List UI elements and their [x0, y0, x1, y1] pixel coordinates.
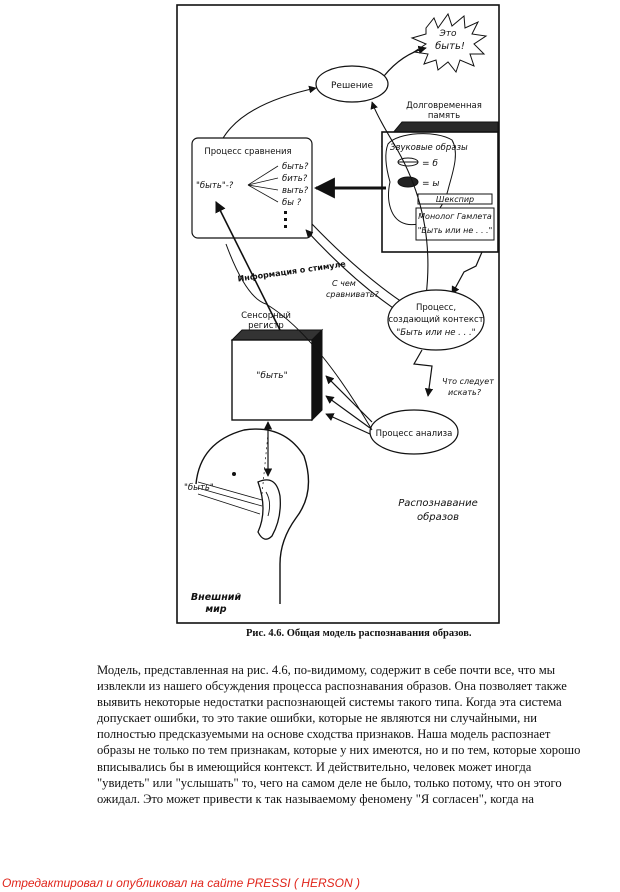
arrow-memory-to-context [451, 251, 483, 295]
ear-inner [265, 491, 271, 517]
hamlet-box [415, 207, 495, 241]
body-line: Модель, представленная на рис. 4.6, по-в… [97, 663, 556, 677]
arrow-context-to-decision [370, 101, 429, 297]
sensory-register-cube [231, 339, 313, 421]
figure-svg: Это быть! Решение Долговременная память … [176, 4, 500, 624]
burst-text-2: быть! [435, 40, 465, 52]
dotted-path [261, 433, 269, 495]
arrow-decision-to-burst [383, 45, 427, 77]
ltm-title-2: память [428, 111, 460, 121]
shakespeare-label: Шекспир [436, 195, 474, 204]
context-label-1: Процесс, [416, 303, 456, 313]
compare-with-label-2: сравнивать? [326, 290, 380, 299]
arrow-analysis-up [225, 243, 373, 431]
body-line: полностью предсказуемыми на основе сходс… [97, 727, 551, 742]
arrow-context-to-comparison-a [305, 229, 403, 315]
arrow-comparison-to-decision [221, 85, 317, 141]
body-line: извлекли из нашего обсуждения процесса р… [97, 679, 567, 694]
comparison-option-3: выть? [282, 186, 309, 196]
hamlet-quote: "Быть или не . . ." [418, 226, 493, 235]
body-line: вписывались бы в имеющийся контекст. И д… [97, 759, 532, 774]
sensory-label-2: регистр [248, 321, 284, 331]
sensory-label-1: Сенсорный [241, 311, 291, 321]
cube-side [311, 328, 323, 422]
sound-label-2: = ы [422, 179, 440, 189]
figure-pattern-recognition-model: Это быть! Решение Долговременная память … [176, 4, 502, 644]
analysis-label: Процесс анализа [376, 429, 453, 439]
head-outline [195, 428, 310, 604]
sound-label-1: = б [422, 159, 438, 169]
what-next-label-1: Что следует [442, 377, 494, 386]
recognition-label-2: образов [417, 511, 459, 523]
cube-top [230, 329, 324, 341]
comparison-stimulus: "быть"-? [196, 181, 234, 191]
context-label-3: "Быть или не . . ." [396, 328, 475, 338]
external-world-label-2: мир [205, 604, 226, 615]
analysis-ellipse [369, 409, 459, 455]
footer-credit: Отредактировал и опубликовал на сайте PR… [2, 876, 360, 890]
sound-images-label: Звуковые образы [390, 143, 468, 153]
burst-shape [410, 12, 488, 74]
arrows-analysis-to-cube [325, 375, 373, 435]
decision-label: Решение [331, 81, 373, 91]
decision-ellipse [315, 65, 389, 103]
what-next-label-2: искать? [448, 388, 482, 397]
arrow-context-to-analysis [413, 349, 434, 397]
context-label-2: создающий контекст [388, 315, 483, 325]
ltm-title-1: Долговременная [406, 101, 482, 111]
compare-with-label-1: С чем [332, 279, 356, 288]
external-world-label-1: Внешний [191, 592, 242, 603]
arrow-stimulus-info [215, 200, 281, 331]
comparison-title: Процесс сравнения [204, 147, 291, 157]
hamlet-label: Монолог Гамлета [418, 212, 492, 221]
recognition-label-1: Распознавание [398, 498, 478, 509]
sound-wave-lines [197, 481, 263, 515]
ear-dot [232, 472, 236, 476]
body-line: "увидеть" или "услышать" то, чего на сам… [97, 775, 562, 790]
body-text: Модель, представленная на рис. 4.6, по-в… [97, 662, 613, 807]
comparison-fan-lines [247, 165, 279, 203]
context-ellipse [387, 289, 485, 351]
body-line: допускает ошибки, то это такие ошибки, к… [97, 711, 537, 726]
comparison-option-1: быть? [282, 162, 309, 172]
burst-text-1: Это [438, 29, 457, 39]
arrow-context-to-comparison-b [311, 223, 409, 307]
comparison-option-4: бы ? [282, 198, 302, 208]
body-line: выявить некоторые недостатки распознающе… [97, 695, 562, 710]
comparison-option-2: бить? [282, 174, 308, 184]
mouth-y-icon [397, 176, 419, 188]
sensory-word: "быть" [256, 371, 287, 381]
body-line: образы не только по тем признакам, котор… [97, 743, 581, 758]
ear-word: "быть" [184, 483, 214, 493]
figure-caption: Рис. 4.6. Общая модель распознавания обр… [246, 628, 472, 639]
body-line: ожидал. Это может привести к так называе… [97, 791, 534, 806]
comparison-dots [284, 211, 287, 228]
